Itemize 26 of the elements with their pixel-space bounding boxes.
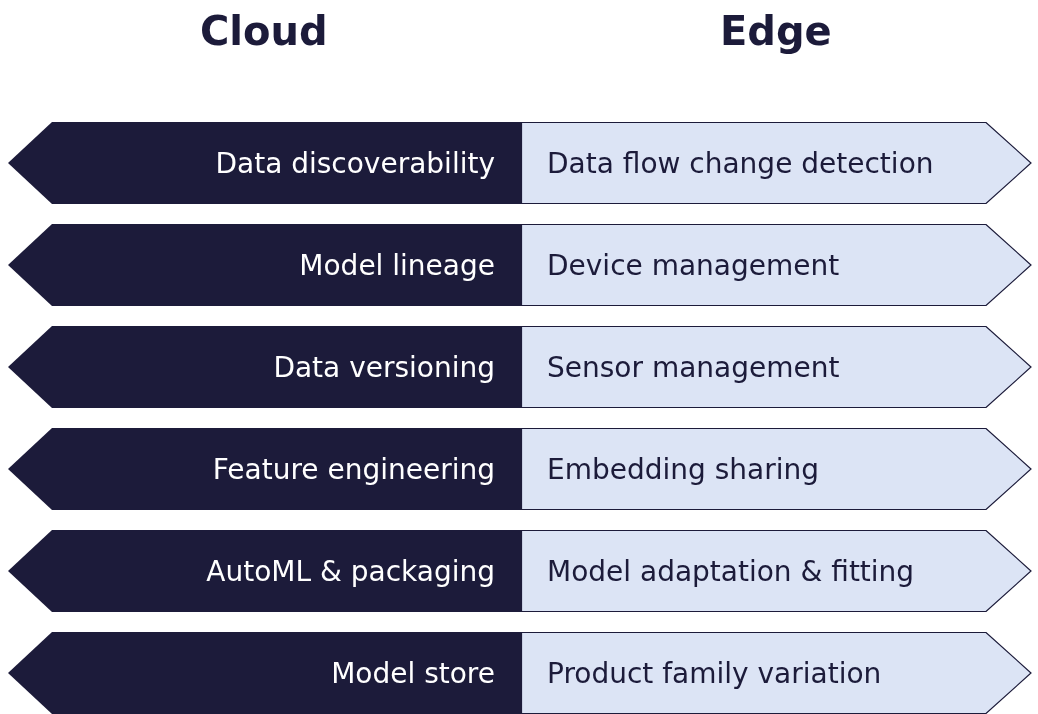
left-arrow-banner [8, 530, 521, 612]
right-arrow-banner [521, 428, 1032, 510]
banner-label: Sensor management [547, 350, 840, 384]
left-arrow-banner [8, 122, 521, 204]
right-arrow-banner [521, 530, 1032, 612]
banner-label: Device management [547, 248, 840, 282]
right-arrow-banner [521, 632, 1032, 714]
banner-label: Data flow change detection [547, 146, 934, 180]
left-arrow-banner [8, 326, 521, 408]
right-arrow-banner [521, 326, 1032, 408]
banner-label: Feature engineering [212, 452, 495, 486]
banner-label: Data discoverability [215, 146, 495, 180]
banner-label: Model adaptation & fitting [547, 554, 915, 588]
banner-label: Model lineage [299, 248, 495, 282]
column-heading: Edge [720, 8, 832, 54]
right-arrow-banner [521, 122, 1032, 204]
column-heading: Cloud [200, 8, 328, 54]
banner-label: Data versioning [273, 350, 495, 384]
banner-label: Embedding sharing [547, 452, 819, 486]
banner-label: Model store [331, 656, 495, 690]
left-arrow-banner [8, 224, 521, 306]
banner-label: Product family variation [547, 656, 882, 690]
right-arrow-banner [521, 224, 1032, 306]
banner-label: AutoML & packaging [206, 554, 495, 588]
left-arrow-banner [8, 632, 521, 714]
left-arrow-banner [8, 428, 521, 510]
